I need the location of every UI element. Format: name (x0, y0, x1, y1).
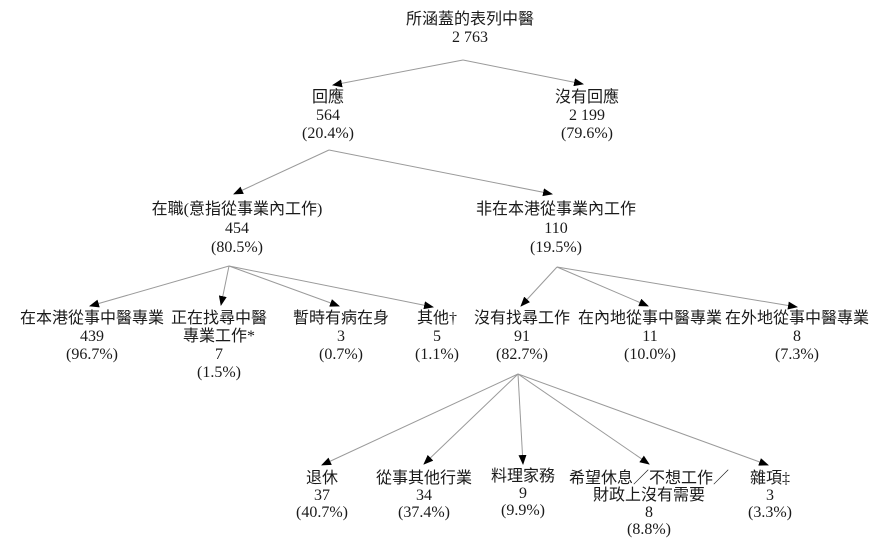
node-sick-percent: (0.7%) (319, 346, 363, 363)
node-rest-label-line2: 財政上沒有需要 (592, 487, 706, 504)
node-hk-practice: 在本港從事中醫專業 439 (96.7%) (20, 310, 164, 364)
connector-respond-employed (233, 149, 330, 195)
node-root-label: 所涵蓋的表列中醫 (405, 11, 535, 28)
node-rest-label-line1: 希望休息／不想工作／ (568, 470, 730, 487)
node-mainland-label: 在內地從事中醫專業 (577, 310, 723, 327)
connector-employed-sick (228, 265, 340, 307)
node-sick-label: 暫時有病在身 (292, 310, 390, 327)
node-rest-percent: (8.8%) (627, 521, 671, 538)
node-misc-label: 雜項‡ (749, 470, 791, 487)
node-root-value: 2 763 (451, 29, 488, 46)
connector-root-no-respond (462, 59, 584, 87)
node-housework-label: 料理家務 (490, 468, 556, 485)
node-no-respond-value: 2 199 (568, 107, 605, 124)
node-seeking-label-line2: 專業工作* (182, 328, 256, 345)
node-seeking-percent: (1.5%) (197, 364, 241, 381)
node-seeking: 正在找尋中醫 專業工作* 7 (1.5%) (171, 310, 267, 382)
node-other-value: 5 (432, 328, 441, 345)
node-not-seeking-percent: (82.7%) (496, 346, 548, 363)
node-no-respond-label: 沒有回應 (554, 89, 620, 106)
node-employed-percent: (80.5%) (211, 239, 263, 256)
node-no-respond: 沒有回應 2 199 (79.6%) (555, 89, 619, 143)
node-misc: 雜項‡ 3 (3.3%) (748, 470, 792, 521)
node-overseas: 在外地從事中醫專業 8 (7.3%) (725, 310, 869, 364)
node-hk-practice-label: 在本港從事中醫專業 (19, 310, 165, 327)
node-employed-label: 在職(意指從事業內工作) (151, 201, 323, 218)
node-no-respond-percent: (79.6%) (561, 125, 613, 142)
node-rest-value: 8 (644, 504, 653, 521)
node-housework-percent: (9.9%) (501, 502, 545, 519)
connector-root-respond (332, 59, 464, 88)
node-overseas-label: 在外地從事中醫專業 (724, 310, 870, 327)
connector-employed-hk-practice (89, 265, 230, 308)
node-not-seeking: 沒有找尋工作 91 (82.7%) (474, 310, 570, 364)
node-not-seeking-value: 91 (513, 328, 530, 345)
node-respond: 回應 564 (20.4%) (302, 89, 354, 143)
node-employed-value: 454 (224, 220, 249, 237)
node-respond-label: 回應 (311, 89, 345, 106)
node-other-industry-value: 34 (415, 487, 432, 504)
connector-not-in-hk-mainland (556, 266, 649, 307)
connector-respond-not-in-hk (328, 149, 553, 197)
node-housework-value: 9 (518, 485, 527, 502)
connector-employed-seeking (218, 265, 230, 306)
node-respond-percent: (20.4%) (302, 125, 354, 142)
node-not-in-hk-percent: (19.5%) (530, 239, 582, 256)
connector-employed-other (228, 265, 434, 310)
node-other-industry-percent: (37.4%) (398, 504, 450, 521)
connector-not-seeking-retired (321, 373, 519, 466)
node-seeking-label-line1: 正在找尋中醫 (170, 310, 268, 327)
node-overseas-percent: (7.3%) (775, 346, 819, 363)
connector-not-seeking-rest (517, 373, 650, 465)
node-respond-value: 564 (315, 107, 340, 124)
node-retired-percent: (40.7%) (296, 504, 348, 521)
node-misc-percent: (3.3%) (748, 504, 792, 521)
node-other-industry: 從事其他行業 34 (37.4%) (376, 470, 472, 521)
node-housework: 料理家務 9 (9.9%) (491, 468, 555, 519)
connector-not-seeking-housework (517, 373, 527, 465)
connector-not-in-hk-overseas (556, 266, 798, 310)
node-retired-value: 37 (313, 487, 330, 504)
node-other-label: 其他† (416, 310, 458, 327)
node-not-seeking-label: 沒有找尋工作 (473, 310, 571, 327)
node-mainland-percent: (10.0%) (624, 346, 676, 363)
node-rest: 希望休息／不想工作／ 財政上沒有需要 8 (8.8%) (569, 470, 729, 538)
node-sick: 暫時有病在身 3 (0.7%) (293, 310, 389, 364)
node-overseas-value: 8 (792, 328, 801, 345)
node-other-percent: (1.1%) (415, 346, 459, 363)
node-not-in-hk: 非在本港從事業內工作 110 (19.5%) (476, 200, 636, 257)
connector-not-seeking-misc (517, 373, 769, 466)
node-seeking-value: 7 (214, 346, 223, 363)
connector-not-in-hk-not-seeking (520, 266, 558, 307)
node-hk-practice-percent: (96.7%) (66, 346, 118, 363)
node-other-industry-label: 從事其他行業 (375, 470, 473, 487)
node-hk-practice-value: 439 (79, 328, 104, 345)
node-other: 其他† 5 (1.1%) (415, 310, 459, 364)
connector-not-seeking-other-industry (423, 373, 519, 465)
node-not-in-hk-label: 非在本港從事業內工作 (475, 201, 637, 218)
node-sick-value: 3 (336, 328, 345, 345)
node-root: 所涵蓋的表列中醫 2 763 (406, 11, 534, 47)
node-not-in-hk-value: 110 (544, 220, 568, 237)
node-mainland-value: 11 (642, 328, 658, 345)
node-retired: 退休 37 (40.7%) (296, 470, 348, 521)
node-misc-value: 3 (765, 487, 774, 504)
node-retired-label: 退休 (305, 470, 339, 487)
node-mainland: 在內地從事中醫專業 11 (10.0%) (578, 310, 722, 364)
node-employed: 在職(意指從事業內工作) 454 (80.5%) (152, 200, 323, 257)
